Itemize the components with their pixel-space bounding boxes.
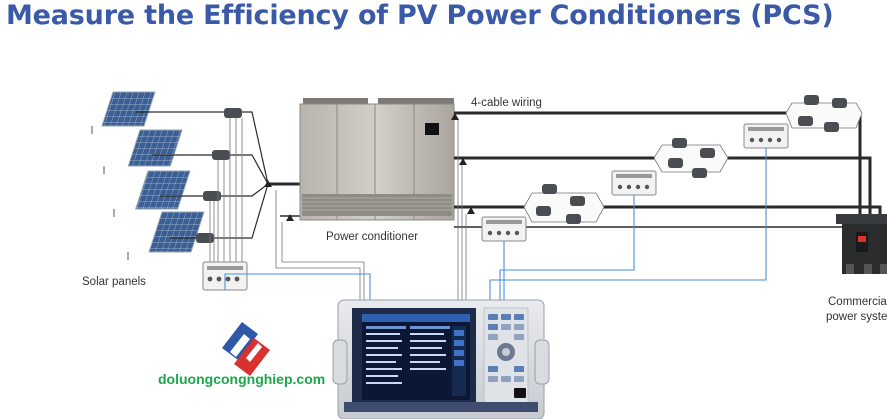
analyzer-screen-readout [366, 326, 466, 396]
solar-panel-array [91, 91, 205, 260]
analyzer-keypad [488, 314, 526, 398]
ac-input-unit [481, 216, 527, 242]
wiring-label: 4-cable wiring [471, 97, 542, 109]
commercial-power-panel [836, 214, 887, 274]
commercial-power-label-2: power syste [826, 311, 887, 323]
power-conditioner-cabinet [299, 98, 455, 221]
commercial-power-label-1: Commercia [828, 296, 887, 308]
page-title: Measure the Efficiency of PV Power Condi… [6, 0, 834, 31]
voltage-sense-leads [275, 120, 467, 302]
solar-panel-1 [101, 91, 156, 127]
current-sensor-cluster-2 [653, 138, 729, 178]
ac-input-unit [743, 123, 789, 149]
current-sensor-cluster-1 [785, 95, 863, 132]
solar-panel-2 [127, 129, 183, 167]
power-analyzer [332, 299, 550, 419]
solar-panel-4 [148, 211, 205, 253]
power-conditioner-label: Power conditioner [326, 231, 418, 243]
dc-sensor-leads [209, 118, 243, 262]
current-sensor-cluster-3 [523, 184, 605, 224]
site-logo [222, 322, 270, 376]
current-sensor-dc [196, 108, 242, 243]
solar-panel-3 [134, 170, 191, 210]
arrow-marker [459, 158, 467, 165]
site-logo-text: doluongcongnghiep.com [158, 371, 325, 387]
arrow-marker [264, 180, 272, 187]
arrow-marker [451, 113, 459, 120]
signal-cables [224, 148, 767, 302]
ac-input-unit [611, 170, 657, 196]
arrow-marker [286, 214, 294, 221]
solar-panels-label: Solar panels [82, 276, 146, 288]
arrow-marker [467, 207, 475, 214]
